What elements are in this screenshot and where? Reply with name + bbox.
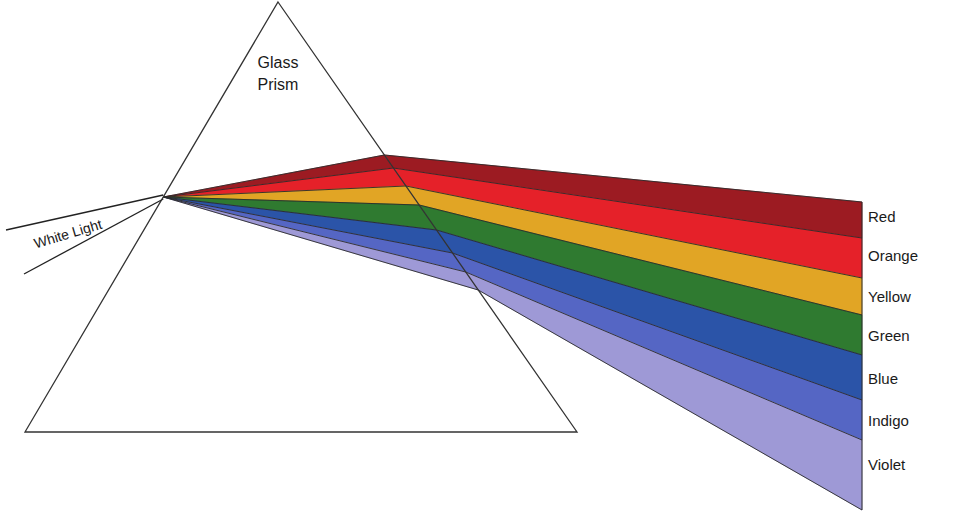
prism-outline [25, 2, 577, 432]
screen-edge [862, 202, 863, 510]
prism-shape: Glass Prism [25, 2, 577, 432]
color-label: Orange [868, 247, 918, 265]
prism-label: Glass Prism [246, 52, 310, 95]
band-boundary [163, 186, 862, 278]
color-label: Yellow [868, 288, 911, 306]
band-boundary [163, 197, 862, 510]
color-label: Violet [868, 456, 905, 474]
prism-triangle [25, 2, 577, 432]
band-boundary [163, 197, 862, 315]
color-label: Indigo [868, 412, 909, 430]
band-boundary [163, 197, 862, 400]
band-boundary [163, 197, 862, 440]
color-label: Red [868, 208, 896, 226]
color-label: Blue [868, 370, 898, 388]
spectrum-band [466, 272, 862, 510]
band-boundary [163, 155, 862, 202]
band-boundary [163, 197, 862, 355]
white-light-ray [24, 199, 163, 274]
color-label: Green [868, 327, 910, 345]
spectrum-band [453, 253, 862, 440]
